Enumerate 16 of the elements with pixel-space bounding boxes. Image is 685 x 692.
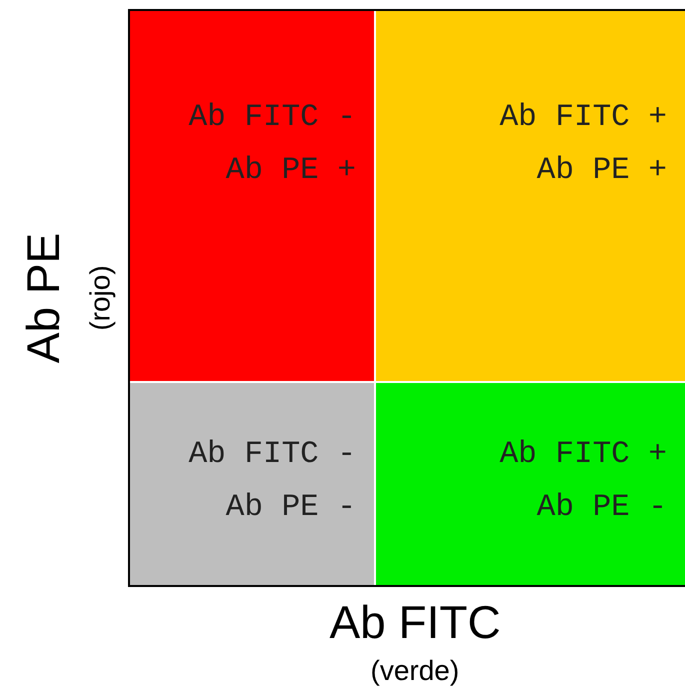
quadrant-panel <box>130 383 374 585</box>
quadrant-label: Ab FITC - <box>188 436 356 474</box>
axis-title: Ab FITC <box>330 599 501 645</box>
quadrant-label: Ab PE - <box>224 489 356 527</box>
axis-subtitle: (verde) <box>370 657 460 685</box>
quadrant-label: Ab PE + <box>224 152 356 190</box>
quadrant-label: Ab PE - <box>536 489 667 527</box>
quadrant-label: Ab PE + <box>536 152 667 190</box>
quadrant-label: Ab FITC - <box>188 99 356 137</box>
quadrant-panel <box>130 11 374 381</box>
quadrant-panel <box>376 383 685 585</box>
quadrant-panel <box>376 11 685 381</box>
axis-subtitle: (rojo) <box>86 265 114 331</box>
quadrant-label: Ab FITC + <box>498 436 667 474</box>
quadrant-label: Ab FITC + <box>498 99 667 137</box>
axis-title: Ab PE <box>20 232 66 364</box>
